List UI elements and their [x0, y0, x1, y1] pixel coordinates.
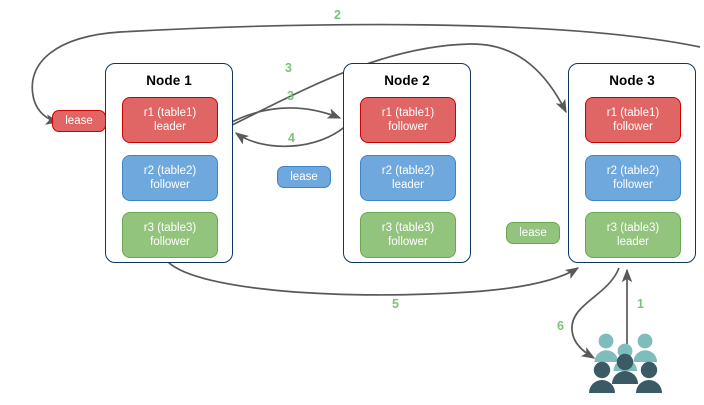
step-label-5: 5	[392, 297, 399, 311]
node-2-replica-r2[interactable]: r2 (table2) leader	[360, 155, 456, 201]
node-1-replica-r3-line2: follower	[150, 236, 190, 248]
lease-badge-r1[interactable]: lease	[52, 110, 106, 132]
node-3-replica-r3-line2: leader	[617, 236, 649, 248]
node-1-replica-r1-line1: r1 (table1)	[143, 107, 197, 119]
node-3-replica-r1-line1: r1 (table1)	[606, 107, 660, 119]
node-3-container[interactable]: Node 3 r1 (table1) follower r2 (table2) …	[568, 63, 696, 263]
node-2-replica-r1-line2: follower	[388, 121, 428, 133]
node-1-container[interactable]: Node 1 r1 (table1) leader r2 (table2) fo…	[105, 63, 233, 263]
node-3-replica-r2-line2: follower	[613, 179, 653, 191]
node-3-replica-r3-line1: r3 (table3)	[606, 222, 660, 234]
node-2-replica-r3-line2: follower	[388, 236, 428, 248]
node-2-replica-r3-line1: r3 (table3)	[381, 222, 435, 234]
node-2-title: Node 2	[384, 73, 430, 88]
arrow-step-2	[31, 23, 701, 125]
node-2-container[interactable]: Node 2 r1 (table1) follower r2 (table2) …	[343, 63, 471, 263]
step-label-6: 6	[557, 319, 564, 333]
node-1-replica-r1-line2: leader	[154, 121, 186, 133]
arrow-step-3-node1-to-node2	[227, 107, 342, 125]
node-2-replica-r2-line2: leader	[392, 179, 424, 191]
people-front-row	[589, 353, 662, 393]
arrow-step-4-node2-to-node1	[234, 123, 349, 148]
node-1-replica-r3[interactable]: r3 (table3) follower	[122, 212, 218, 258]
node-3-replica-r2-line1: r2 (table2)	[606, 165, 660, 177]
node-2-replica-r3[interactable]: r3 (table3) follower	[360, 212, 456, 258]
node-1-replica-r2-line1: r2 (table2)	[143, 165, 197, 177]
node-2-replica-r1-line1: r1 (table1)	[381, 107, 435, 119]
node-3-replica-r1-line2: follower	[613, 121, 653, 133]
node-2-replica-r2-line1: r2 (table2)	[381, 165, 435, 177]
node-1-replica-r2-line2: follower	[150, 179, 190, 191]
lease-badge-r2[interactable]: lease	[277, 166, 331, 188]
step-label-2: 2	[334, 8, 341, 22]
arrow-step-6-node3-to-clients	[571, 267, 620, 359]
step-label-3b: 3	[287, 89, 294, 103]
arrow-step-5-node1-to-node3	[167, 261, 580, 296]
node-1-replica-r2[interactable]: r2 (table2) follower	[122, 155, 218, 201]
step-label-4: 4	[288, 131, 295, 145]
node-3-replica-r2[interactable]: r2 (table2) follower	[585, 155, 681, 201]
step-label-1: 1	[637, 297, 644, 311]
node-3-title: Node 3	[609, 73, 655, 88]
node-1-replica-r1[interactable]: r1 (table1) leader	[122, 97, 218, 143]
node-2-replica-r1[interactable]: r1 (table1) follower	[360, 97, 456, 143]
node-1-replica-r3-line1: r3 (table3)	[143, 222, 197, 234]
lease-badge-r3[interactable]: lease	[506, 222, 560, 244]
node-3-replica-r3[interactable]: r3 (table3) leader	[585, 212, 681, 258]
step-label-3a: 3	[285, 61, 292, 75]
node-3-replica-r1[interactable]: r1 (table1) follower	[585, 97, 681, 143]
node-1-title: Node 1	[146, 73, 192, 88]
arrow-step-3-node1-to-node3	[225, 43, 567, 129]
